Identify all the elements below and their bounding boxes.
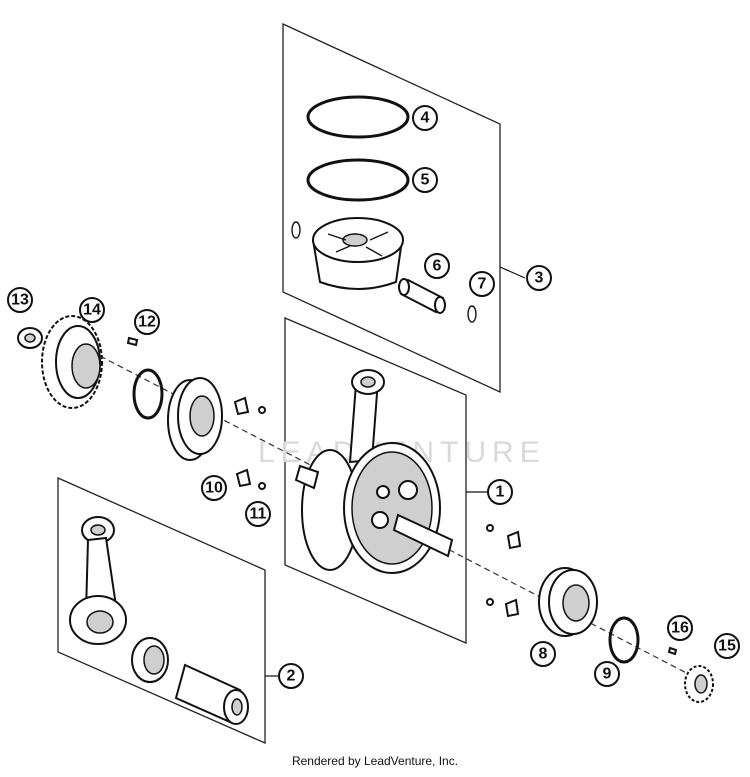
callout-16[interactable]: 16 [667,615,693,641]
crank-pin [174,663,249,725]
svg-text:8: 8 [539,646,548,663]
crankshaft [294,369,454,574]
callout-5[interactable]: 5 [412,167,438,193]
right-gear [684,665,714,703]
callout-2[interactable]: 2 [278,663,304,689]
callout-13[interactable]: 13 [7,287,33,313]
svg-text:4: 4 [421,110,430,127]
piston-ring-top [306,95,410,139]
svg-text:6: 6 [433,258,442,275]
callout-11[interactable]: 11 [245,501,271,527]
svg-text:13: 13 [11,292,29,309]
piston [311,217,404,290]
right-main-bearing [538,567,598,637]
right-key [667,646,678,656]
callout-8[interactable]: 8 [530,641,556,667]
crankshaft-gear [41,315,103,409]
svg-text:10: 10 [205,480,223,497]
piston-pin-clip-left [291,221,301,239]
render-credit: Rendered by LeadVenture, Inc. [291,754,459,768]
callout-1[interactable]: 1 [487,479,513,505]
piston-kit-panel [282,22,501,394]
callout-7[interactable]: 7 [469,271,495,297]
callout-9[interactable]: 9 [594,661,620,687]
callout-4[interactable]: 4 [412,105,438,131]
gear-key [126,336,139,347]
svg-text:12: 12 [138,314,156,331]
svg-text:2: 2 [287,668,296,685]
callout-3[interactable]: 3 [526,265,552,291]
callout-12[interactable]: 12 [134,309,160,335]
leader-3 [499,266,526,279]
connecting-rod [69,516,127,645]
svg-text:3: 3 [535,270,544,287]
svg-text:11: 11 [250,506,267,523]
right-axis-line [439,544,701,681]
callout-15[interactable]: 15 [714,633,740,659]
callout-10[interactable]: 10 [201,475,227,501]
svg-text:1: 1 [496,484,505,501]
conrod-bearing [131,637,169,683]
gear-nut [17,327,43,349]
left-main-bearing [167,377,223,461]
piston-pin-clip-right [467,305,477,323]
piston-ring-second [306,158,410,202]
crank-bolts [258,406,494,606]
svg-text:16: 16 [671,620,689,637]
right-shim-ring [608,616,640,664]
svg-text:15: 15 [718,638,736,655]
crank-woodruff-tabs [233,396,522,618]
svg-text:7: 7 [478,276,487,293]
svg-text:14: 14 [83,302,101,319]
callout-14[interactable]: 14 [79,297,105,323]
callout-6[interactable]: 6 [424,253,450,279]
left-shim-ring [132,368,164,420]
svg-text:9: 9 [603,666,612,683]
svg-text:5: 5 [421,172,430,189]
piston-pin [398,278,446,314]
